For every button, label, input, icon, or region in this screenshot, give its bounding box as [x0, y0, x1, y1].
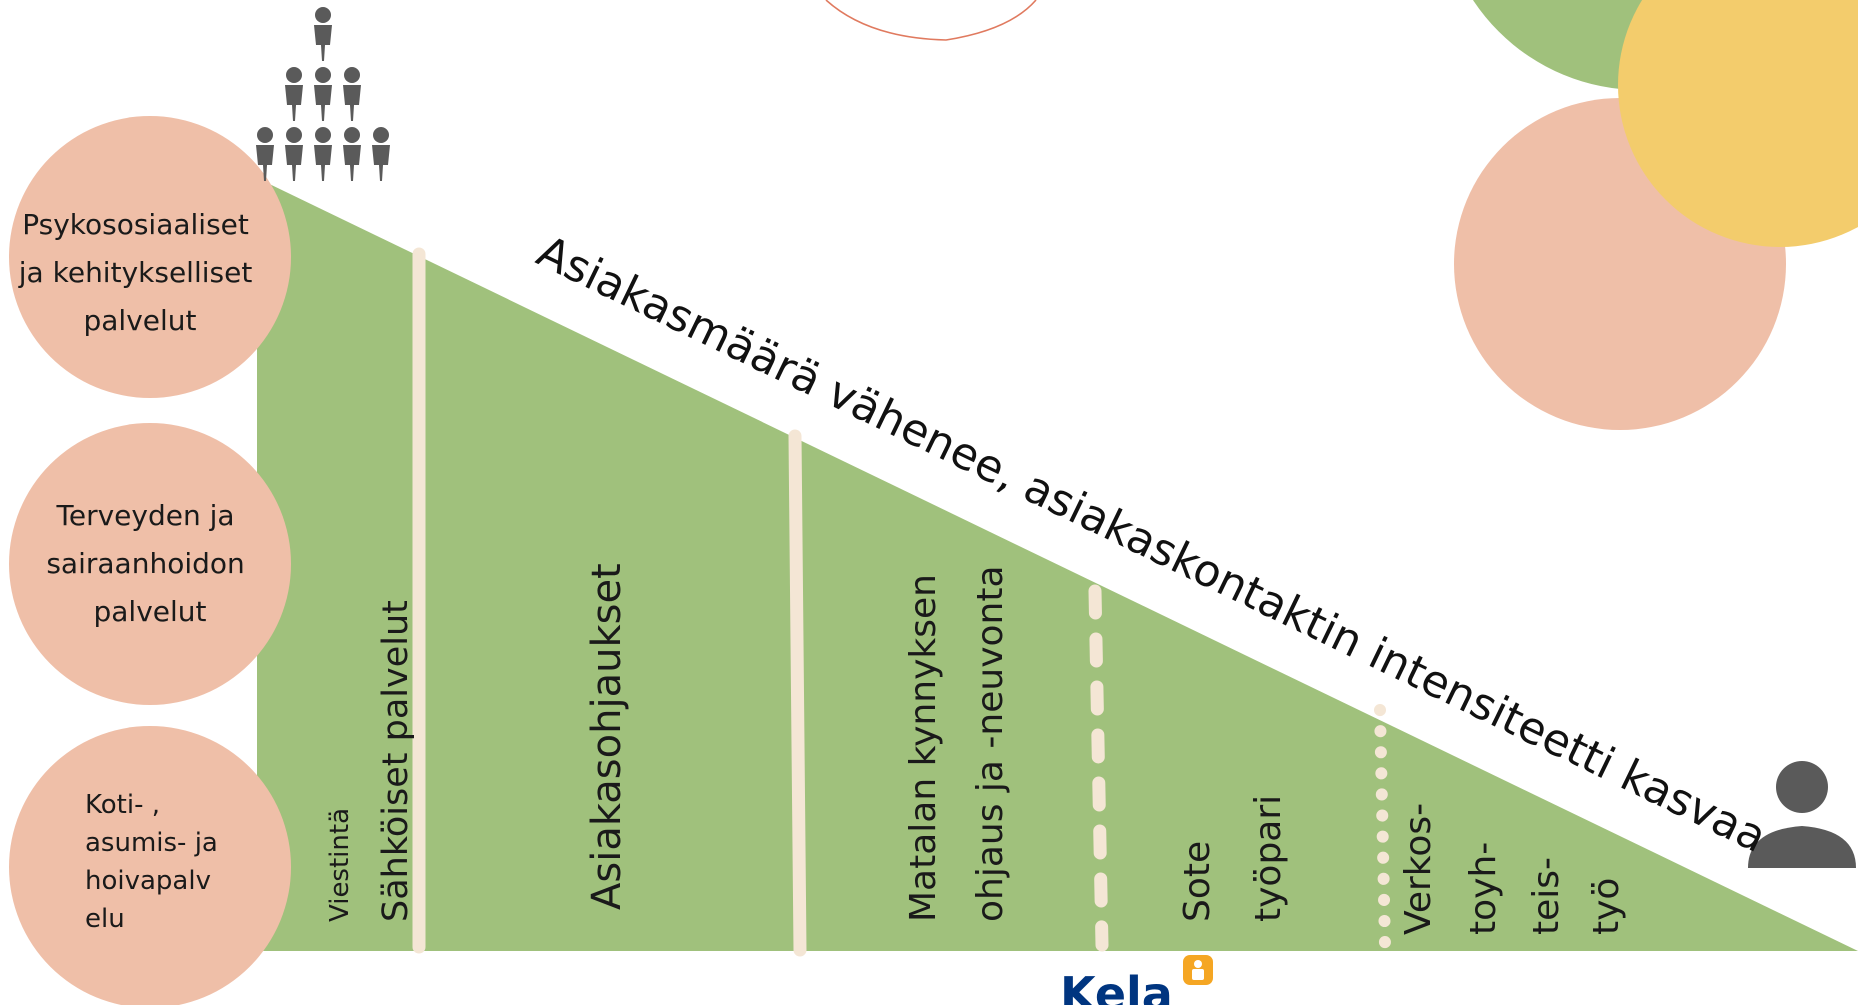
level-label-matalan-1: Matalan kynnyksen: [903, 574, 944, 922]
service-label-health: Terveyden ja sairaanhoidon palvelut: [46, 499, 253, 628]
people-pyramid-icon: [256, 7, 390, 181]
level-label-sote-1: Sote: [1177, 841, 1218, 922]
service-label-home-care: Koti- , asumis- ja hoivapalv elu: [85, 790, 226, 934]
divider-dotted: [1374, 704, 1391, 951]
service-circle-health: [9, 423, 291, 705]
decor-red-curve: [825, 0, 1037, 41]
kela-logo: Kela: [1060, 955, 1213, 1005]
decor-circle-yellow: [1618, 0, 1858, 247]
service-circle-home-care: [9, 726, 291, 1005]
person-icon: [1748, 761, 1856, 868]
level-label-sote-2: työpari: [1248, 795, 1289, 922]
funnel-triangle: [257, 178, 1858, 951]
divider-solid-2: [788, 429, 807, 957]
level-label-sahkoiset: Sähköiset palvelut: [376, 600, 416, 922]
service-circle-psychosocial: [9, 116, 291, 398]
level-label-matalan-2: ohjaus ja -neuvonta: [970, 565, 1011, 922]
level-label-verkos-2: toyh-: [1463, 842, 1504, 935]
service-label-psychosocial: Psykososiaaliset ja kehitykselliset palv…: [18, 208, 261, 337]
svg-text:Kela: Kela: [1060, 967, 1173, 1005]
level-label-verkos-3: teis-: [1526, 857, 1567, 935]
level-label-verkos-1: Verkos-: [1398, 803, 1439, 935]
level-label-verkos-4: työ: [1586, 878, 1627, 935]
level-label-asiakasohjaukset: Asiakasohjaukset: [584, 563, 630, 910]
divider-dashed: [1088, 584, 1109, 952]
level-label-viestinta: Viestintä: [325, 808, 355, 922]
